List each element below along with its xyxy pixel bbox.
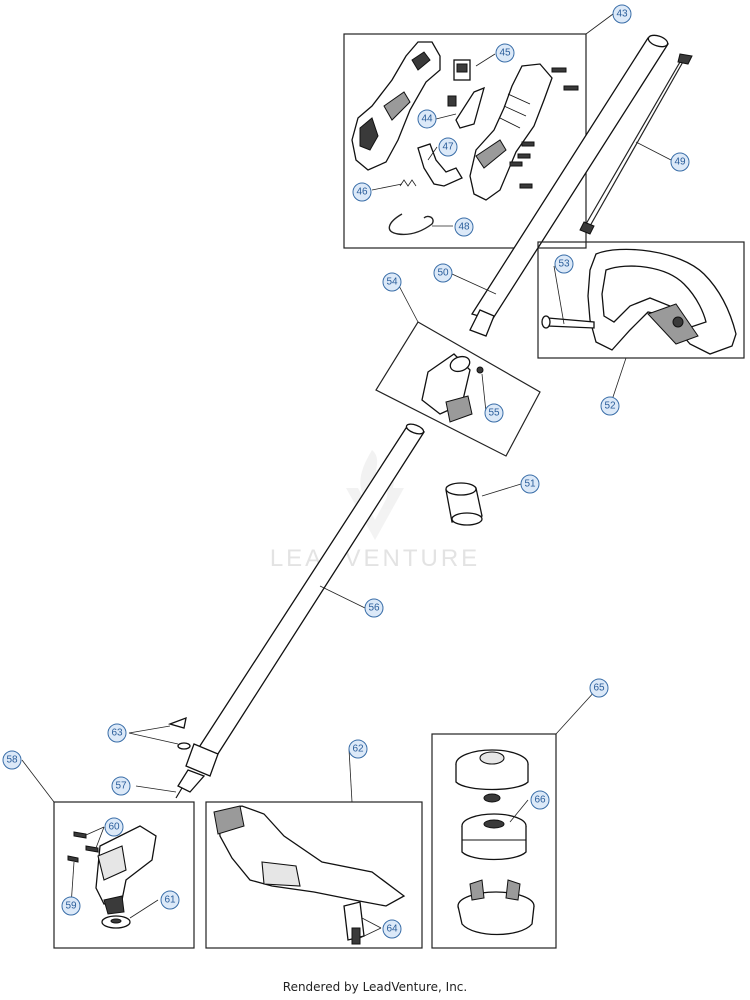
right-handle-half — [469, 63, 553, 201]
callout-label: 53 — [558, 259, 570, 270]
callout-45[interactable]: 45 — [495, 43, 515, 63]
coupler — [421, 353, 484, 423]
callout-label: 64 — [386, 924, 398, 935]
throttle-cable — [579, 53, 693, 235]
callout-59[interactable]: 59 — [61, 896, 81, 916]
callout-label: 62 — [352, 744, 364, 755]
leader-lines — [21, 13, 672, 939]
callout-label: 63 — [111, 728, 123, 739]
trimmer-head-base — [457, 879, 535, 936]
upper-shaft — [469, 34, 670, 337]
screws — [509, 67, 579, 189]
callout-58[interactable]: 58 — [2, 750, 22, 770]
callout-51[interactable]: 51 — [520, 474, 540, 494]
callout-label: 55 — [488, 408, 500, 419]
gear-head-screws — [67, 831, 99, 863]
callout-label: 43 — [616, 9, 628, 20]
group-box-54 — [375, 321, 541, 457]
callout-label: 59 — [65, 901, 77, 912]
left-handle-half — [351, 41, 441, 171]
callout-label: 57 — [115, 781, 127, 792]
guard — [213, 805, 406, 907]
assist-handle — [587, 248, 737, 355]
wing-nut — [167, 716, 191, 750]
callout-label: 66 — [534, 795, 546, 806]
callout-label: 50 — [437, 268, 449, 279]
callout-43[interactable]: 43 — [612, 4, 632, 24]
spring — [399, 179, 417, 187]
callout-65[interactable]: 65 — [589, 678, 609, 698]
throttle-trigger — [417, 143, 463, 187]
callout-label: 46 — [356, 187, 368, 198]
callout-label: 60 — [108, 822, 120, 833]
group-box-52 — [537, 241, 745, 359]
callout-label: 44 — [421, 114, 433, 125]
callout-56[interactable]: 56 — [364, 598, 384, 618]
callout-63[interactable]: 63 — [107, 723, 127, 743]
callout-label: 49 — [674, 157, 686, 168]
callout-44[interactable]: 44 — [417, 109, 437, 129]
callout-64[interactable]: 64 — [382, 919, 402, 939]
callout-label: 61 — [164, 895, 176, 906]
callout-57[interactable]: 57 — [111, 776, 131, 796]
spool — [461, 813, 527, 861]
switch-part — [453, 59, 471, 81]
callout-label: 65 — [593, 683, 605, 694]
wire-clip — [388, 213, 434, 236]
watermark-text: LEADVENTURE — [270, 545, 480, 572]
clamp — [445, 482, 483, 526]
callout-47[interactable]: 47 — [438, 137, 458, 157]
callout-label: 58 — [6, 755, 18, 766]
callout-50[interactable]: 50 — [433, 263, 453, 283]
trigger-lever — [447, 86, 485, 129]
callout-label: 47 — [442, 142, 454, 153]
callout-54[interactable]: 54 — [382, 272, 402, 292]
lower-shaft — [175, 423, 426, 799]
callout-label: 51 — [524, 479, 536, 490]
footer-credit: Rendered by LeadVenture, Inc. — [282, 980, 468, 994]
callout-61[interactable]: 61 — [160, 890, 180, 910]
gear-head — [95, 825, 157, 929]
callout-66[interactable]: 66 — [530, 790, 550, 810]
callout-49[interactable]: 49 — [670, 152, 690, 172]
callout-53[interactable]: 53 — [554, 254, 574, 274]
callout-label: 48 — [458, 222, 470, 233]
callout-55[interactable]: 55 — [484, 403, 504, 423]
callout-label: 52 — [604, 401, 616, 412]
group-box-65 — [431, 733, 557, 949]
trimmer-head-cap — [455, 749, 529, 803]
callout-label: 54 — [386, 277, 398, 288]
group-box-62 — [205, 801, 423, 949]
callout-label: 45 — [499, 48, 511, 59]
group-box-58 — [53, 801, 195, 949]
callout-52[interactable]: 52 — [600, 396, 620, 416]
leadventure-watermark: LEADVENTURE — [270, 450, 480, 572]
handle-bolt — [541, 315, 595, 329]
callout-46[interactable]: 46 — [352, 182, 372, 202]
callout-48[interactable]: 48 — [454, 217, 474, 237]
callout-label: 56 — [368, 603, 380, 614]
callout-60[interactable]: 60 — [104, 817, 124, 837]
callout-62[interactable]: 62 — [348, 739, 368, 759]
